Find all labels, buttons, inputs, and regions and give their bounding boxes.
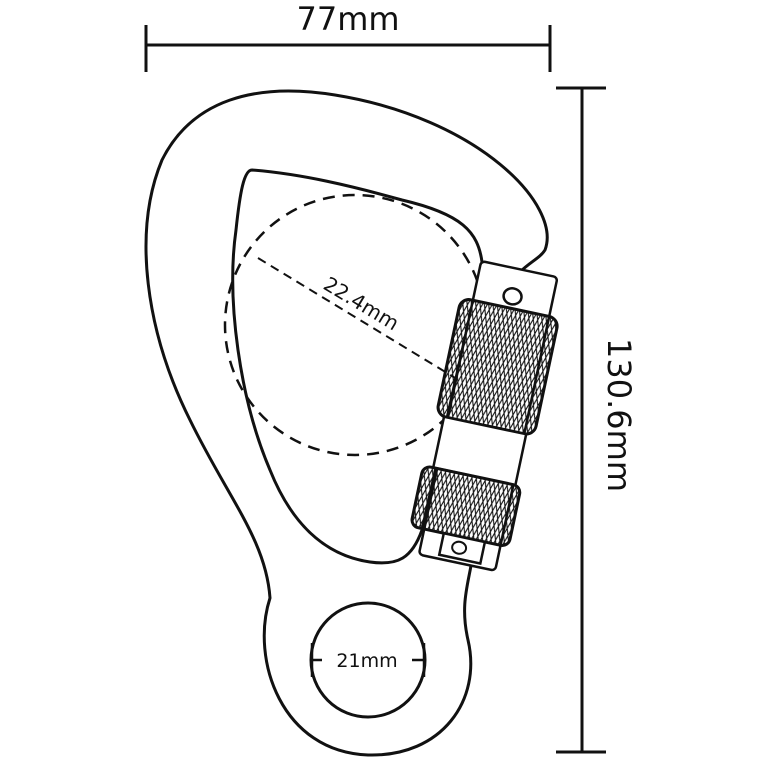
screw-gate xyxy=(410,260,559,572)
height-label: 130.6mm xyxy=(600,338,638,492)
gate-opening-dimension-line xyxy=(257,257,476,391)
gate-opening-label: 22.4mm xyxy=(319,272,403,336)
carabiner-inner-outline xyxy=(231,168,484,565)
eye-diameter-label: 21mm xyxy=(336,650,397,672)
upper-knurled-sleeve xyxy=(436,298,559,436)
width-label: 77mm xyxy=(296,0,399,38)
width-dimension xyxy=(144,25,552,72)
carabiner-body-outline xyxy=(144,89,549,757)
height-dimension xyxy=(556,86,606,754)
